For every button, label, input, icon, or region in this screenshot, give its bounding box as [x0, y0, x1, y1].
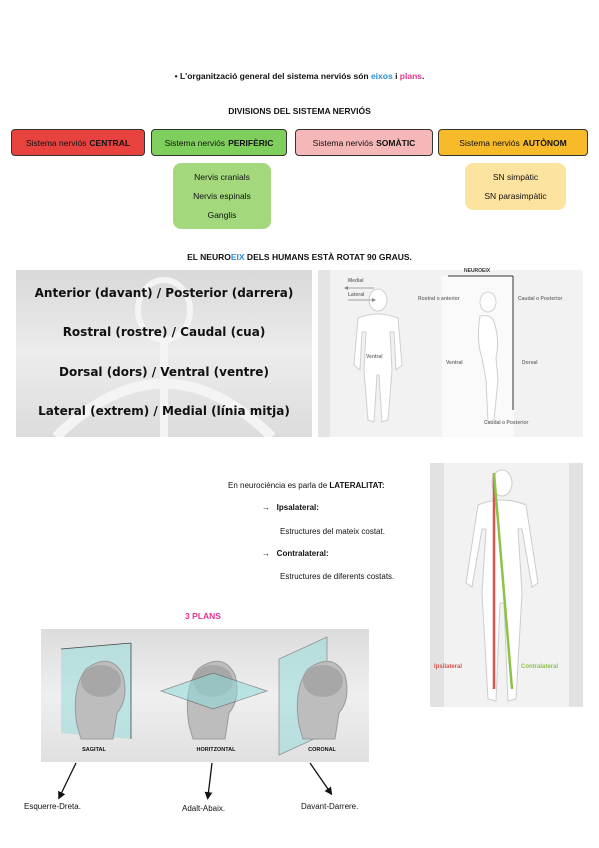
plane-arrows	[58, 762, 333, 800]
plans-title: 3 PLANS	[185, 611, 221, 621]
list-item: Nervis espinals	[193, 190, 251, 201]
label-dorsal: Dorsal	[522, 360, 538, 366]
desc-coronal: Davant-Darrere.	[301, 802, 359, 811]
periferic-list: Nervis cranials Nervis espinals Ganglis	[173, 163, 271, 229]
ipsalateral-title: → Ipsalateral:	[262, 503, 319, 512]
contralateral-label: Contralateral:	[276, 549, 329, 558]
neuroeix-highlight: EIX	[230, 252, 245, 262]
contralateral-fig-label: Contralateral	[521, 664, 559, 670]
box-central-bold: CENTRAL	[89, 137, 131, 148]
neuroeix-before: EL NEURO	[187, 252, 231, 262]
box-central-prefix: Sistema nerviós	[25, 137, 87, 148]
intro-eixos: eixos	[370, 71, 393, 81]
laterality-intro: En neurociència es parla de LATERALITAT:	[228, 481, 385, 490]
box-somatic-prefix: Sistema nerviós	[312, 137, 374, 148]
intro-text: L'organització general del sistema nervi…	[179, 71, 371, 81]
label-caudal-bottom: Caudal o Posterior	[484, 420, 529, 426]
list-item: SN parasimpàtic	[484, 190, 547, 201]
intro-end: .	[422, 71, 425, 81]
axes-panel	[16, 270, 312, 437]
list-item: Ganglis	[207, 209, 237, 220]
laterality-silhouette	[430, 463, 583, 707]
box-periferic-bold: PERIFÈRIC	[228, 137, 274, 148]
label-coronal: CORONAL	[308, 747, 336, 753]
axis-anterior-posterior: Anterior (davant) / Posterior (darrera)	[34, 286, 294, 300]
body-orientation-figure: Medial Lateral Ventral NEUROEIX Rostral …	[318, 268, 583, 437]
ipsalateral-desc: Estructures del mateix costat.	[280, 527, 385, 536]
body-silhouettes	[318, 270, 514, 437]
laterality-intro-bold: LATERALITAT:	[329, 481, 385, 490]
divisions-title: DIVISIONS DEL SISTEMA NERVIÓS	[228, 106, 371, 116]
neuroeix-after: DELS HUMANS ESTÀ ROTAT 90 GRAUS.	[244, 252, 412, 262]
intro-line: • L'organització general del sistema ner…	[0, 71, 599, 81]
label-lateral: Lateral	[348, 292, 365, 298]
arrow-sagital	[58, 762, 77, 800]
list-item: SN simpàtic	[492, 171, 539, 182]
arrow-coronal	[309, 762, 333, 796]
axis-dorsal-ventral: Dorsal (dors) / Ventral (ventre)	[59, 365, 269, 379]
ipsalateral-label: Ipsalateral:	[276, 503, 319, 512]
axis-rostral-caudal: Rostral (rostre) / Caudal (cua)	[62, 325, 266, 339]
ipsilateral-label: Ipsilateral	[434, 664, 463, 670]
box-periferic-prefix: Sistema nerviós	[164, 137, 226, 148]
horizontal-head	[159, 660, 269, 740]
arrow-right-icon: →	[262, 549, 270, 558]
label-rostral: Rostral o anterior	[418, 296, 460, 302]
planes-illustration	[60, 636, 348, 756]
desc-sagital: Esquerre-Dreta.	[24, 802, 81, 811]
label-ventral-side: Ventral	[446, 360, 463, 366]
desc-horitzontal: Adalt-Abaix.	[182, 804, 226, 813]
laterality-figure: Ipsilateral Contralateral	[430, 463, 583, 707]
bullet: •	[174, 71, 178, 81]
arrow-horitzontal	[204, 762, 213, 800]
label-medial: Medial	[348, 278, 364, 284]
planes-figure: SAGITAL HORITZONTAL CORONAL	[41, 629, 369, 762]
neuroeix-title: EL NEUROEIX DELS HUMANS ESTÀ ROTAT 90 GR…	[0, 252, 599, 262]
sagittal-head	[60, 642, 132, 740]
intro-plans: plans	[399, 71, 422, 81]
list-item: Nervis cranials	[194, 171, 250, 182]
contralateral-desc: Estructures de diferents costats.	[280, 572, 395, 581]
box-somatic-bold: SOMÀTIC	[376, 137, 416, 148]
axis-lateral-medial: Lateral (extrem) / Medial (línia mitja)	[38, 404, 290, 418]
box-autonom-prefix: Sistema nerviós	[459, 137, 520, 148]
label-sagital: SAGITAL	[82, 747, 106, 753]
skeleton-watermark	[52, 277, 276, 437]
label-neuroeix: NEUROEIX	[464, 268, 491, 274]
laterality-intro-text: En neurociència es parla de	[228, 481, 330, 490]
arrow-right-icon: →	[262, 503, 270, 512]
coronal-head	[278, 636, 348, 756]
label-caudal-posterior: Caudal o Posterior	[518, 296, 563, 302]
box-autonom-bold: AUTÒNOM	[522, 137, 567, 148]
autonom-list: SN simpàtic SN parasimpàtic	[465, 163, 566, 210]
label-ventral: Ventral	[366, 354, 383, 360]
label-horitzontal: HORITZONTAL	[196, 747, 236, 753]
contralateral-title: → Contralateral:	[262, 549, 329, 558]
intro-mid: i	[392, 71, 400, 81]
